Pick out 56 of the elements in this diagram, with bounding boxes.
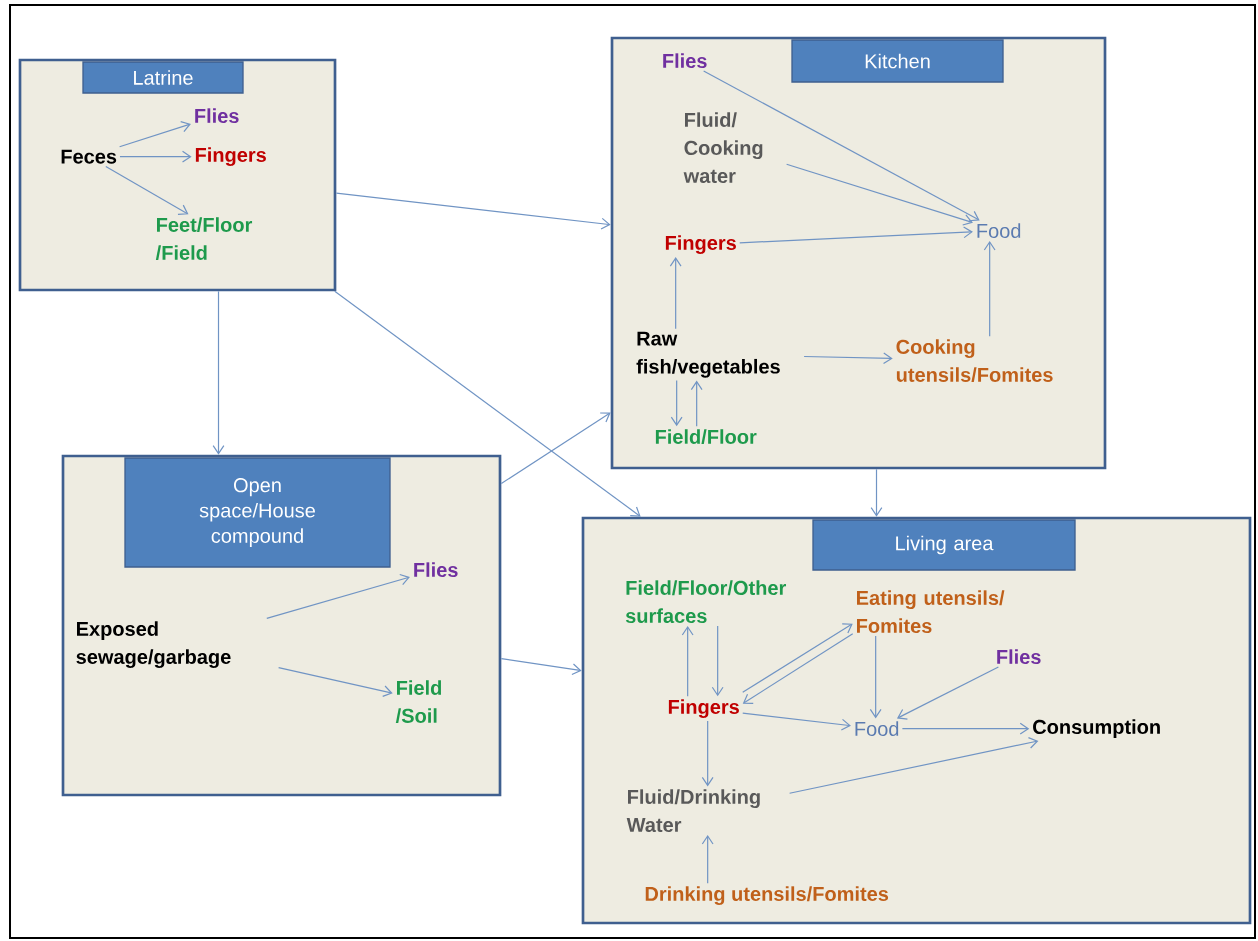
flow-item: Raw fish/vegetables — [636, 331, 780, 378]
arrow — [701, 720, 714, 787]
arrow — [119, 150, 192, 163]
flow-item: Flies — [997, 649, 1041, 664]
arrow — [334, 290, 641, 517]
arrow — [670, 380, 683, 427]
arrow — [701, 834, 714, 884]
flow-item: Fluid/ Cooking water — [683, 112, 763, 183]
flow-item: Flies — [663, 53, 707, 68]
flow-item: Field/Floor/Other surfaces — [625, 580, 786, 623]
arrow — [789, 736, 1039, 794]
arrow — [500, 657, 582, 676]
arrow — [901, 722, 1030, 735]
flow-item: Flies — [195, 108, 239, 123]
header-tab: Open space/House compound — [124, 457, 391, 568]
flow-item: Drinking utensils/Fomites — [645, 886, 889, 906]
arrow — [742, 633, 854, 704]
arrow — [786, 163, 973, 226]
header-tab: Living area — [812, 519, 1076, 571]
flow-item: Fluid/Drinking Water — [626, 789, 760, 832]
arrow — [500, 412, 611, 485]
flow-item: Exposed sewage/garbage — [76, 621, 231, 669]
arrow — [690, 380, 703, 427]
flow-item: Fingers — [195, 147, 266, 167]
arrow — [669, 256, 682, 330]
arrow — [896, 666, 999, 720]
arrow — [278, 667, 393, 697]
arrow — [742, 712, 851, 731]
arrow — [742, 623, 853, 693]
arrow — [983, 240, 996, 337]
flow-item: Feet/Floor /Field — [155, 217, 253, 261]
arrow — [681, 625, 694, 697]
arrow — [335, 192, 611, 230]
flow-item: Field /Soil — [395, 680, 442, 724]
arrow — [711, 625, 724, 697]
header-tab: Latrine — [82, 61, 244, 94]
flow-item: Food — [855, 721, 899, 736]
flow-item: Consumption — [1033, 719, 1160, 738]
flow-item: Flies — [414, 562, 458, 577]
flow-item: Field/Floor — [655, 429, 757, 445]
arrow — [703, 70, 980, 222]
header-tab: Kitchen — [791, 39, 1004, 83]
arrow — [119, 121, 191, 148]
flow-item: Cooking utensils/Fomites — [896, 339, 1053, 383]
arrow — [212, 290, 225, 455]
arrow — [739, 226, 973, 244]
arrow — [869, 635, 882, 719]
arrow — [105, 165, 189, 215]
flow-item: Fingers — [665, 235, 736, 255]
arrow — [870, 468, 883, 517]
flow-item: Feces — [61, 149, 117, 164]
flow-item: Food — [977, 223, 1021, 238]
flow-item: Eating utensils/ Fomites — [857, 590, 1005, 633]
arrow — [803, 352, 893, 365]
flow-item: Fingers — [668, 699, 739, 719]
arrow — [266, 573, 410, 619]
